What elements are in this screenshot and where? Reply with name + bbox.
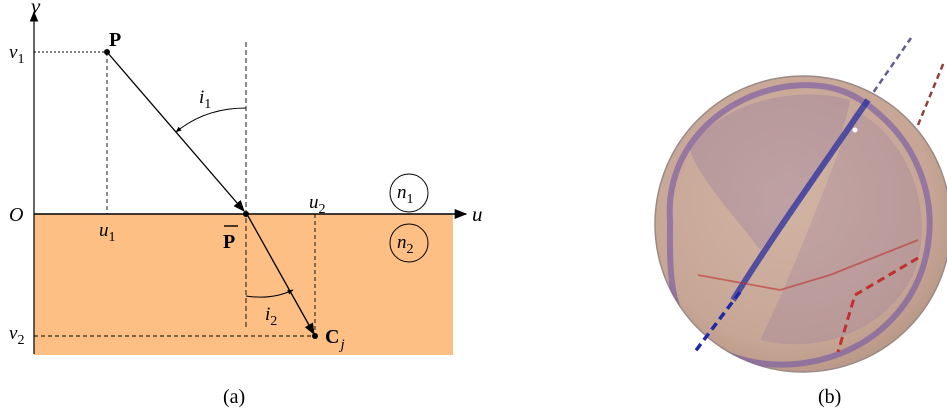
medium-n2-label: n2 — [397, 232, 414, 257]
blue-ray-inside — [730, 98, 871, 302]
sphere-highlight — [852, 127, 858, 133]
angle-i1-label: i1 — [199, 87, 211, 112]
sphere — [654, 75, 947, 373]
blue-ray-upper-outside — [866, 37, 913, 101]
red-ray-lower-outside — [836, 256, 919, 353]
medium-n2-circle — [389, 223, 429, 263]
axis-u-label: u — [472, 202, 483, 226]
point-pbar-text: P — [223, 231, 235, 253]
incident-ray — [106, 51, 245, 212]
point-p-label: P — [109, 29, 121, 51]
angle-i2-arc — [245, 289, 294, 298]
medium-n1-circle — [389, 173, 429, 213]
caption-a: (a) — [223, 386, 245, 408]
upper-caustic-lobe — [690, 94, 850, 250]
panel-b: (b) — [654, 37, 947, 408]
v2-label: v2 — [9, 323, 24, 348]
u2-label: u2 — [309, 192, 326, 217]
lower-caustic-lobe — [760, 110, 922, 345]
medium-n2-badge: n2 — [389, 223, 429, 263]
point-pbar-marker — [243, 211, 249, 217]
v1-label: v1 — [9, 42, 24, 67]
point-pbar-label: P — [223, 225, 238, 253]
medium-n1-badge: n1 — [389, 173, 429, 213]
angle-i1-arc — [175, 107, 247, 133]
lower-medium-region — [34, 214, 453, 355]
point-c-label: Cj — [325, 326, 345, 353]
caption-b: (b) — [818, 386, 841, 408]
panel-a: v u O P P Cj v1 v2 u1 u2 i1 i2 n1 n2 (a) — [9, 0, 483, 408]
point-c-marker — [312, 333, 318, 339]
medium-n1-label: n1 — [397, 182, 414, 207]
point-p-marker — [104, 49, 110, 55]
red-ray-upper-outside — [916, 61, 946, 126]
origin-label: O — [9, 204, 23, 226]
sphere-interior — [666, 82, 933, 368]
refracted-ray — [247, 215, 315, 336]
red-ray-inside — [697, 239, 919, 291]
u1-label: u1 — [99, 220, 116, 245]
angle-i2-label: i2 — [265, 304, 277, 329]
axis-v-label: v — [31, 0, 41, 18]
